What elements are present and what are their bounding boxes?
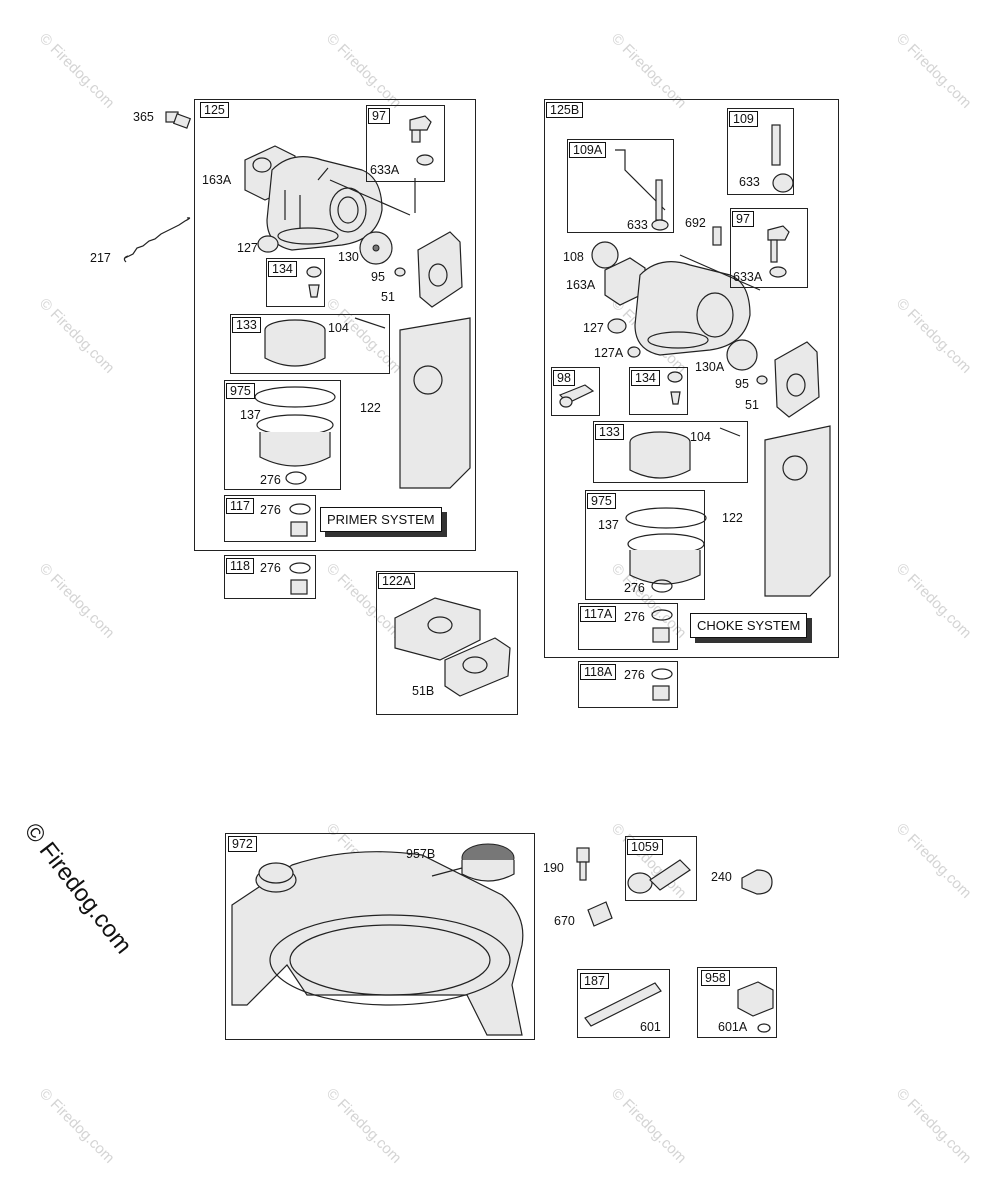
- detail-box-122a: [376, 571, 518, 715]
- part-label-633: 633: [627, 218, 648, 232]
- part-tag-958: 958: [701, 970, 730, 986]
- part-label-276: 276: [260, 561, 281, 575]
- part-label-137: 137: [240, 408, 261, 422]
- detail-box-109a: [567, 139, 674, 233]
- detail-box-958: [697, 967, 777, 1038]
- detail-box-1059: [625, 836, 697, 901]
- part-tag-109: 109: [729, 111, 758, 127]
- part-label-633: 633: [739, 175, 760, 189]
- detail-box-975: [224, 380, 341, 490]
- part-tag-118a: 118A: [580, 664, 617, 680]
- part-label-130a: 130A: [695, 360, 725, 374]
- part-tag-134: 134: [268, 261, 297, 277]
- detail-box-118: [224, 555, 316, 599]
- detail-box-117a: [578, 603, 678, 650]
- part-label-692: 692: [685, 216, 706, 230]
- part-tag-122a: 122A: [378, 573, 416, 589]
- part-tag-975: 975: [226, 383, 255, 399]
- part-label-276: 276: [624, 668, 645, 682]
- part-tag-97: 97: [368, 108, 390, 124]
- part-label-127: 127: [237, 241, 258, 255]
- part-tag-134: 134: [631, 370, 660, 386]
- detail-box-97b: [730, 208, 808, 288]
- screw-drawing: [165, 111, 192, 129]
- part-tag-117a: 117A: [580, 606, 617, 622]
- part-label-217: 217: [90, 251, 111, 265]
- choke-system-label: CHOKE SYSTEM: [690, 613, 808, 638]
- part-label-633a: 633A: [370, 163, 400, 177]
- part-label-163a: 163A: [202, 173, 232, 187]
- part-label-95: 95: [735, 377, 749, 391]
- detail-box-975b: [585, 490, 705, 600]
- detail-box-133: [230, 314, 390, 374]
- part-tag-109a: 109A: [569, 142, 607, 158]
- part-label-104: 104: [328, 321, 349, 335]
- choke-box-label: 125B: [546, 102, 584, 118]
- part-label-104: 104: [690, 430, 711, 444]
- part-label-51: 51: [381, 290, 395, 304]
- detail-box-98: [551, 367, 600, 416]
- part-label-122: 122: [722, 511, 743, 525]
- part-label-108: 108: [563, 250, 584, 264]
- part-label-276: 276: [260, 473, 281, 487]
- part-label-601a: 601A: [718, 1020, 748, 1034]
- primer-box-label: 125: [200, 102, 229, 118]
- part-tag-98: 98: [553, 370, 575, 386]
- part-tag-118: 118: [226, 558, 254, 574]
- part-label-365: 365: [133, 110, 154, 124]
- detail-box-134b: [629, 367, 688, 415]
- part-label-240: 240: [711, 870, 732, 884]
- detail-box-117: [224, 495, 316, 542]
- part-tag-133: 133: [232, 317, 261, 333]
- part-tag-1059: 1059: [627, 839, 663, 855]
- part-label-127a: 127A: [594, 346, 624, 360]
- part-label-601: 601: [640, 1020, 661, 1034]
- part-label-670: 670: [554, 914, 575, 928]
- part-label-276: 276: [624, 581, 645, 595]
- part-tag-133: 133: [595, 424, 624, 440]
- primer-assembly-box: [194, 99, 476, 551]
- detail-box-187: [577, 969, 670, 1038]
- part-label-957b: 957B: [406, 847, 436, 861]
- part-label-51b: 51B: [412, 684, 435, 698]
- detail-box-133b: [593, 421, 748, 483]
- detail-box-972: [225, 833, 535, 1040]
- part-label-127: 127: [583, 321, 604, 335]
- part-label-276: 276: [260, 503, 281, 517]
- detail-box-134: [266, 258, 325, 307]
- part-label-276: 276: [624, 610, 645, 624]
- detail-box-109: [727, 108, 794, 195]
- part-tag-972: 972: [228, 836, 257, 852]
- detail-box-118a: [578, 661, 678, 708]
- part-tag-975: 975: [587, 493, 616, 509]
- part-label-51: 51: [745, 398, 759, 412]
- part-tag-97: 97: [732, 211, 754, 227]
- part-label-190: 190: [543, 861, 564, 875]
- choke-assembly-box: [544, 99, 839, 658]
- part-label-95: 95: [371, 270, 385, 284]
- part-label-137: 137: [598, 518, 619, 532]
- part-label-130: 130: [338, 250, 359, 264]
- part-label-163a: 163A: [566, 278, 596, 292]
- part-label-122: 122: [360, 401, 381, 415]
- part-tag-117: 117: [226, 498, 254, 514]
- primer-system-label: PRIMER SYSTEM: [320, 507, 442, 532]
- detail-box-97: [366, 105, 445, 182]
- part-tag-187: 187: [580, 973, 609, 989]
- part-label-633a: 633A: [733, 270, 763, 284]
